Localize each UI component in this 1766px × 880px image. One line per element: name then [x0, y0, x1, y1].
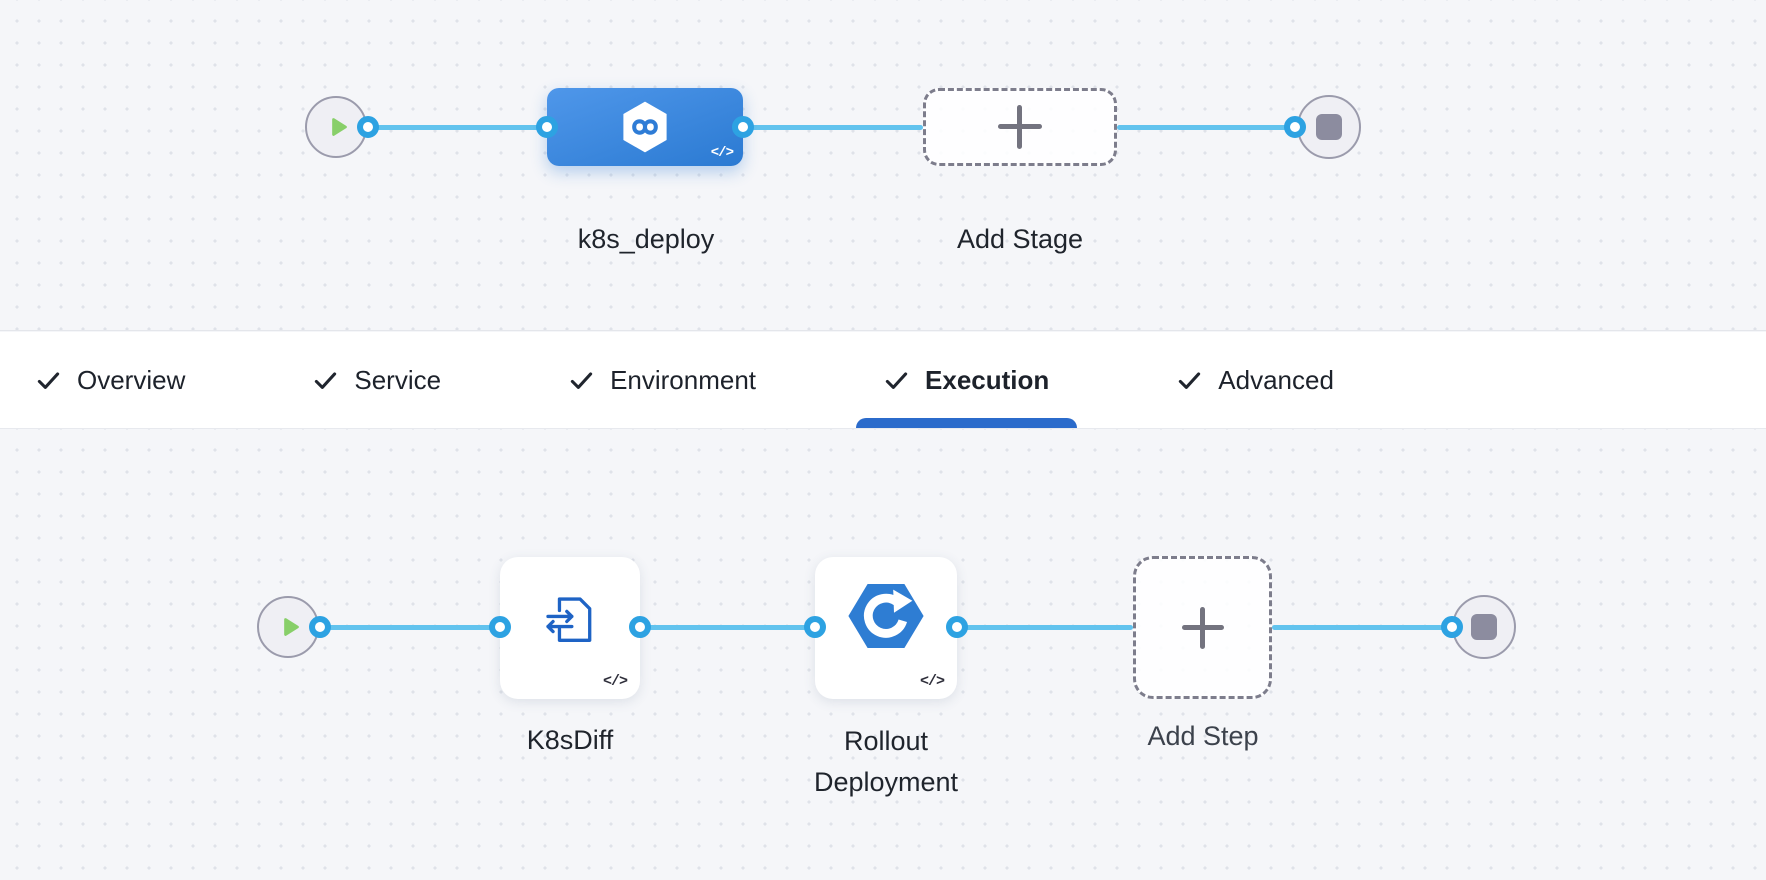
tab-environment[interactable]: Environment [541, 332, 784, 428]
stage-node-label: k8s_deploy [577, 224, 715, 254]
port-start-out [309, 616, 331, 638]
edge-start-to-k8sdiff [320, 625, 500, 630]
tab-label: Advanced [1218, 364, 1334, 395]
edge-stage-to-add-stage [743, 125, 923, 130]
harness-infinity-hexagon-icon [623, 101, 667, 153]
edge-rollout-to-add-step [957, 625, 1133, 630]
step-node-k8sdiff[interactable]: </> [500, 557, 640, 699]
add-step-label: Add Step [1147, 721, 1259, 751]
pipeline-start-node [305, 96, 367, 158]
add-stage-label: Add Stage [956, 224, 1084, 254]
edge-add-stage-to-end [1117, 125, 1295, 130]
pipeline-end-node [1297, 95, 1361, 159]
port-k8sdiff-in [489, 616, 511, 638]
tab-label: Environment [610, 364, 757, 395]
stop-icon [1316, 114, 1342, 140]
tab-advanced[interactable]: Advanced [1149, 332, 1362, 428]
stage-graph-canvas[interactable]: </> k8s_deploy Add Stage [0, 0, 1766, 331]
execution-start-node [257, 596, 319, 658]
check-icon [885, 371, 908, 389]
execution-graph-canvas[interactable]: </> </> K8sDiff Rollout Deployment Add S… [0, 429, 1766, 880]
play-icon [284, 618, 299, 636]
tab-overview[interactable]: Overview [8, 332, 213, 428]
add-stage-button[interactable] [923, 88, 1117, 166]
step-node-rollout-deployment[interactable]: </> [815, 557, 957, 699]
edge-start-to-stage [368, 125, 547, 130]
tab-execution[interactable]: Execution [856, 332, 1078, 428]
active-tab-underline [856, 418, 1078, 428]
execution-end-node [1452, 595, 1516, 659]
edge-k8sdiff-to-rollout [640, 625, 815, 630]
tab-label: Service [354, 364, 442, 395]
port-end-in [1441, 616, 1463, 638]
port-rollout-in [804, 616, 826, 638]
port-start-out [357, 116, 379, 138]
check-icon [570, 371, 593, 389]
port-end-in [1284, 116, 1306, 138]
plus-icon [1181, 606, 1224, 649]
tab-label: Overview [77, 364, 186, 395]
check-icon [315, 371, 337, 389]
port-stage-out [732, 116, 754, 138]
rollout-deployment-hexagon-refresh-icon [848, 584, 924, 648]
code-icon: </> [919, 673, 945, 690]
stop-icon [1471, 614, 1497, 640]
step-label-k8sdiff: K8sDiff [526, 725, 614, 755]
stage-config-tabbar: Overview Service Environment Execution [0, 332, 1766, 429]
stage-node-k8s-deploy[interactable]: </> [547, 88, 743, 166]
code-icon: </> [602, 673, 628, 690]
check-icon [1179, 371, 1201, 389]
k8s-diff-document-arrows-icon [546, 597, 592, 642]
code-icon: </> [710, 145, 734, 161]
tab-service[interactable]: Service [285, 332, 469, 428]
edge-add-step-to-end [1272, 625, 1452, 630]
port-k8sdiff-out [629, 616, 651, 638]
check-icon [37, 371, 60, 389]
plus-icon [998, 105, 1042, 149]
add-step-button[interactable] [1133, 556, 1272, 699]
port-stage-in [536, 116, 558, 138]
tab-label: Execution [925, 364, 1050, 395]
step-label-rollout-deployment: Rollout Deployment [813, 726, 959, 797]
play-icon [332, 118, 347, 136]
port-rollout-out [946, 616, 968, 638]
